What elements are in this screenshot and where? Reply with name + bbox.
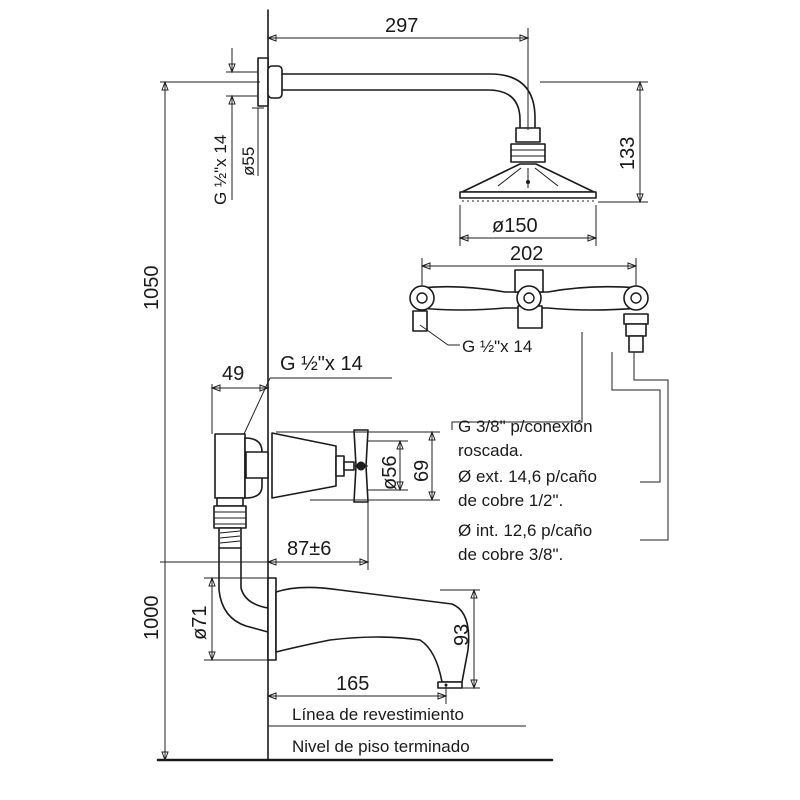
dim-202-label: 202: [510, 243, 543, 265]
dim-150-label: ø150: [492, 215, 538, 237]
note-line-6: de cobre 3/8".: [458, 545, 563, 564]
dim-56-label: ø56: [379, 456, 401, 490]
valve-body: [409, 269, 649, 353]
shower-arm: [257, 57, 541, 143]
dim-1050-label: 1050: [141, 266, 163, 311]
valve-thread-label: G ½"x 14: [280, 353, 363, 375]
cladding-line-label: Línea de revestimiento: [292, 705, 464, 724]
shower-head: [459, 143, 597, 202]
inlet-thread-leader: [419, 324, 460, 346]
dim-71-label: ø71: [189, 606, 211, 640]
dim-133: [540, 80, 648, 204]
inlet-thread-label: G ½"x 14: [462, 337, 532, 356]
dim-1050: [160, 80, 260, 762]
dim-93-label: 93: [451, 624, 473, 646]
dim-297-label: 297: [385, 15, 418, 37]
dim-150: [458, 205, 598, 246]
supply-pipe: [213, 497, 269, 633]
dim-49: [210, 384, 270, 434]
dim-93: [440, 588, 480, 690]
dim-1000-label: 1000: [141, 596, 163, 641]
note-line-1: G 3/8" p/conexión: [458, 417, 593, 436]
note-line-4: de cobre 1/2".: [458, 491, 563, 510]
flange-dims: [226, 48, 264, 200]
dim-71: [204, 576, 268, 662]
note-line-5: Ø int. 12,6 p/caño: [458, 521, 592, 540]
dim-165-label: 165: [336, 673, 369, 695]
valve-thread-leader: [243, 377, 392, 435]
dim-56-69: [276, 430, 440, 502]
dim-49-label: 49: [222, 363, 244, 385]
flange-diameter-label: ø55: [239, 147, 258, 176]
dim-133-label: 133: [617, 137, 639, 170]
note-line-3: Ø ext. 14,6 p/caño: [458, 467, 597, 486]
note-leaders: [451, 332, 669, 541]
dim-87-label: 87±6: [287, 538, 331, 560]
bath-spout: [267, 577, 470, 689]
dim-297: [266, 28, 530, 130]
dim-202: [420, 258, 638, 286]
dim-87: [266, 500, 370, 570]
floor-level-label: Nivel de piso terminado: [292, 737, 470, 756]
wall-valve: [214, 429, 369, 503]
dim-1000: [160, 561, 268, 760]
note-line-2: roscada.: [458, 441, 523, 460]
outlet-thread-label: G ½"x 14: [211, 135, 230, 205]
dim-165: [266, 686, 448, 704]
dim-69-label: 69: [411, 460, 433, 482]
